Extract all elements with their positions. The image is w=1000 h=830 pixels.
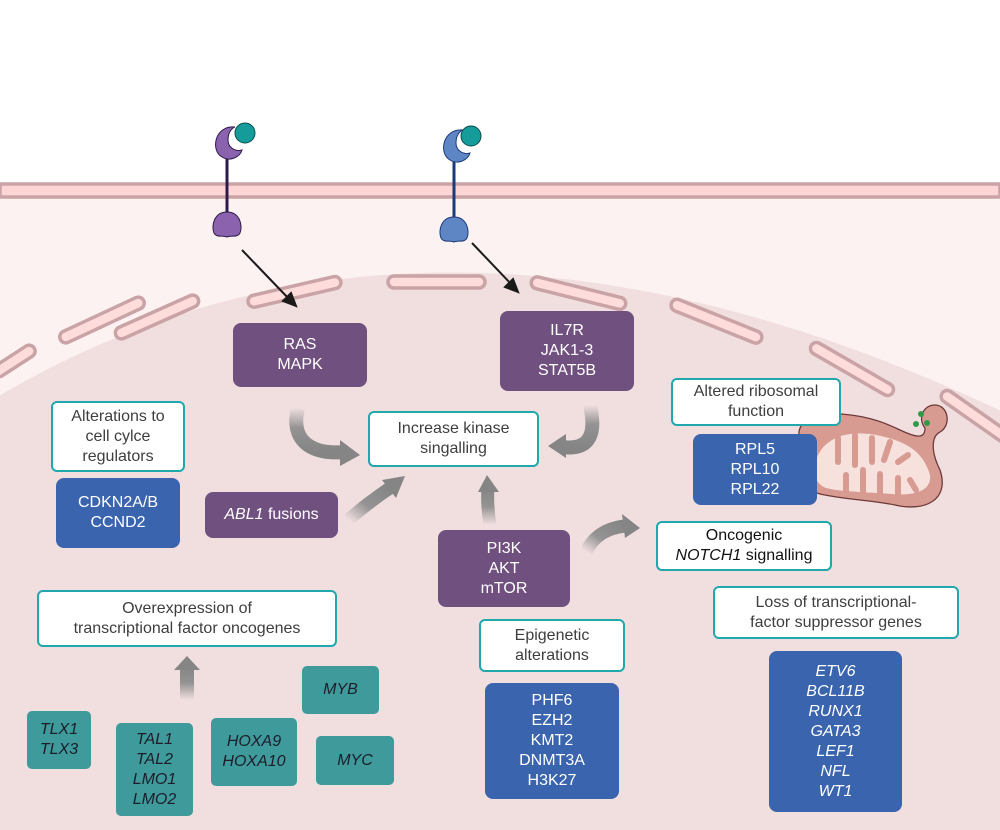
pathway-gene: RAS — [283, 336, 317, 353]
tal-lmo-oncogene-box: TAL1 TAL2 LMO1 LMO2 — [116, 723, 193, 816]
arrow-il7r-to-kinase — [561, 403, 600, 455]
mitochondrion-icon — [798, 404, 948, 508]
oncogene: TLX1 — [39, 721, 79, 738]
label-line: Increase kinase — [397, 420, 510, 437]
arrow-abl1-to-kinase — [343, 482, 394, 525]
gene: WT1 — [818, 782, 853, 800]
label-line: singalling — [420, 440, 487, 457]
arrow-pi3k-to-kinase — [481, 487, 497, 526]
suppressor-genes-box: ETV6 BCL11B RUNX1 GATA3 LEF1 NFL WT1 — [769, 651, 902, 812]
myb-oncogene-box: MYB — [302, 666, 379, 714]
label-line: NOTCH1 signalling — [676, 546, 813, 566]
pathway-gene: AKT — [488, 559, 520, 577]
label-line: Overexpression of — [122, 599, 252, 617]
notch1-gene: NOTCH1 — [675, 547, 742, 564]
label-line: alterations — [515, 646, 589, 664]
gene: LEF1 — [816, 742, 855, 760]
gene: CDKN2A/B — [77, 494, 159, 511]
label-line: regulators — [82, 447, 154, 465]
oncogene: TLX3 — [39, 741, 79, 758]
label-line: function — [727, 403, 785, 420]
gene: RPL5 — [734, 440, 776, 458]
tlx-oncogene-box: TLX1 TLX3 — [27, 711, 91, 769]
arrow-abl1-to-kinase-head — [382, 476, 405, 498]
oncogene: LMO1 — [132, 770, 177, 788]
myc-oncogene-box: MYC — [316, 736, 394, 785]
oncogene: MYB — [323, 681, 358, 698]
pathway-gene: IL7R — [550, 322, 584, 339]
label-line: cell cylce — [85, 427, 151, 445]
label-line: Altered ribosomal — [693, 383, 819, 400]
oncogene: TAL1 — [135, 730, 174, 748]
oncogene: TAL2 — [135, 750, 174, 768]
gene: NFL — [820, 762, 851, 780]
abl1-fusions-text: fusions — [263, 506, 319, 523]
cell-cycle-regulators-label: Alterations to cell cylce regulators — [51, 401, 185, 472]
signalling-text: signalling — [741, 547, 813, 564]
epigenetic-alterations-label: Epigenetic alterations — [479, 619, 625, 672]
gene: EZH2 — [531, 712, 573, 729]
gene: CCND2 — [90, 514, 146, 531]
abl1-fusions-box: ABL1 fusions — [205, 492, 338, 538]
increase-kinase-signalling-label: Increase kinase singalling — [368, 411, 539, 467]
oncogene: MYC — [337, 751, 373, 769]
arrow-ras-to-kinase-head — [340, 440, 360, 466]
label-line: Loss of transcriptional- — [755, 593, 917, 611]
gene: H3K27 — [527, 772, 577, 789]
cell-cycle-genes-box: CDKN2A/B CCND2 — [56, 478, 180, 548]
overexpression-oncogenes-label: Overexpression of transcriptional factor… — [37, 590, 337, 647]
ribosomal-genes-box: RPL5 RPL10 RPL22 — [693, 434, 817, 505]
flow-arrows — [174, 403, 640, 700]
gene: RPL22 — [730, 480, 780, 498]
nuclear-envelope — [0, 274, 1000, 444]
pathway-gene: PI3K — [486, 539, 522, 557]
gene: BCL11B — [806, 682, 865, 700]
label-line: transcriptional factor oncogenes — [73, 619, 301, 637]
gene: ETV6 — [815, 662, 856, 680]
receptor-purple-icon — [212, 122, 256, 238]
oncogene: HOXA9 — [226, 733, 282, 750]
arrow-oncogenes-up-head — [174, 656, 200, 670]
receptor-blue-icon — [439, 125, 482, 243]
epigenetic-genes-box: PHF6 EZH2 KMT2 DNMT3A H3K27 — [485, 683, 619, 799]
il7r-jak-stat-box: IL7R JAK1-3 STAT5B — [500, 311, 634, 391]
label-line: Alterations to — [71, 407, 165, 425]
arrow-pi3k-to-kinase-head — [478, 475, 499, 492]
pi3k-akt-mtor-box: PI3K AKT mTOR — [438, 530, 570, 607]
loss-suppressor-genes-label: Loss of transcriptional- factor suppress… — [713, 586, 959, 639]
abl1-gene: ABL1 — [224, 506, 264, 523]
arrow-oncogenes-up-shaft — [180, 666, 194, 700]
label-line: Oncogenic — [705, 527, 783, 544]
label-line: Epigenetic — [514, 626, 590, 644]
altered-ribosomal-function-label: Altered ribosomal function — [671, 378, 841, 426]
pathway-gene: MAPK — [277, 356, 323, 373]
oncogene: HOXA10 — [222, 753, 286, 770]
gene: GATA3 — [810, 722, 861, 740]
arrow-pi3k-to-notch-head — [622, 514, 640, 538]
gene: RUNX1 — [808, 702, 863, 720]
oncogene: LMO2 — [132, 790, 177, 808]
hoxa-oncogene-box: HOXA9 HOXA10 — [211, 718, 297, 786]
oncogenic-notch1-label: Oncogenic NOTCH1 signalling — [656, 521, 832, 571]
arrow-ras-to-kinase — [289, 406, 346, 460]
gene: KMT2 — [530, 732, 574, 749]
ras-mapk-box: RAS MAPK — [233, 323, 367, 387]
signal-arrows — [241, 242, 520, 308]
arrow-il7r-to-kinase-head — [548, 434, 566, 458]
gene: DNMT3A — [519, 752, 585, 769]
pathway-gene: mTOR — [480, 579, 528, 597]
label-line: factor suppressor genes — [750, 613, 922, 631]
arrow-pi3k-to-notch — [580, 519, 626, 556]
gene: RPL10 — [730, 460, 780, 478]
pathway-gene: STAT5B — [537, 362, 597, 379]
pathway-gene: JAK1-3 — [540, 342, 594, 359]
gene: PHF6 — [531, 692, 573, 709]
cell-membrane — [0, 182, 1000, 199]
